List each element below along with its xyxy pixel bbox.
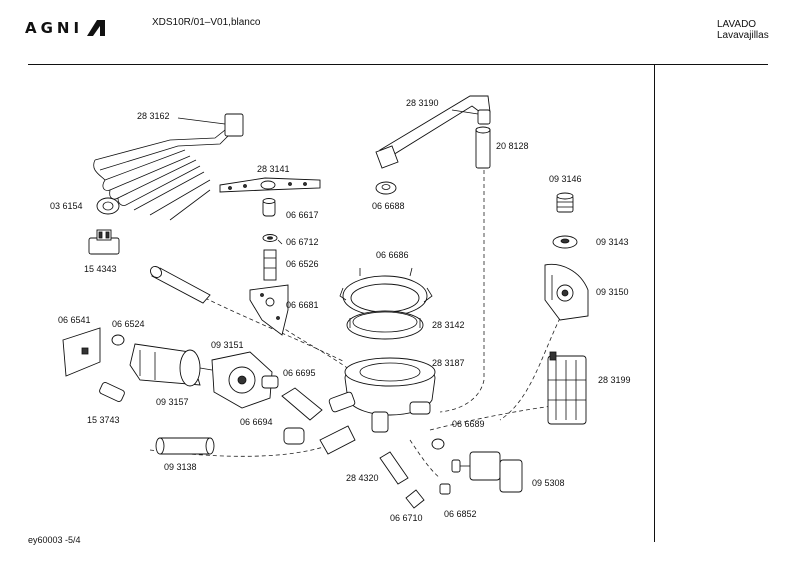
hose-clamp	[405, 489, 425, 509]
connector	[99, 382, 125, 402]
part-labels: 28 3162 03 6154 15 4343 28 3141 06 6617 …	[50, 98, 631, 523]
sump-housing	[328, 357, 436, 433]
brand-mark-icon	[87, 20, 106, 36]
part-number: 15 4343	[84, 264, 117, 274]
part-number: 28 3187	[432, 358, 465, 368]
part-number: 06 6526	[286, 259, 319, 269]
clip	[262, 234, 278, 242]
connecting-hose	[319, 425, 356, 455]
assembly-lines	[149, 170, 561, 479]
part-number: 06 6681	[286, 300, 319, 310]
part-number: 28 3199	[598, 375, 631, 385]
part-number: 06 6695	[283, 368, 316, 378]
part-number: 06 6710	[390, 513, 423, 523]
salt-container	[544, 263, 589, 321]
part-number: 06 6694	[240, 417, 273, 427]
part-number: 06 6688	[372, 201, 405, 211]
part-number: 06 6524	[112, 319, 145, 329]
upper-supply-tube	[150, 266, 211, 304]
salt-seal	[552, 235, 578, 249]
capacitor	[111, 334, 125, 346]
hose-lower	[283, 427, 305, 445]
pump-housing	[211, 351, 279, 409]
part-number: 28 3190	[406, 98, 439, 108]
part-number: 09 3151	[211, 340, 244, 350]
spray-arm-shaft	[263, 249, 277, 281]
part-number: 06 6686	[376, 250, 409, 260]
spray-arm-hub	[262, 198, 276, 217]
drain-hose	[155, 437, 215, 455]
part-number: 06 6689	[452, 419, 485, 429]
part-number: 03 6154	[50, 201, 83, 211]
part-number: 06 6852	[444, 509, 477, 519]
part-number: 09 3157	[156, 397, 189, 407]
subcategory-label: Lavavajillas	[717, 30, 769, 41]
mounting-bracket	[62, 327, 101, 377]
part-number: 09 3143	[596, 237, 629, 247]
inlet-valve	[451, 451, 523, 493]
grommet	[96, 197, 120, 215]
header-divider	[28, 64, 768, 65]
part-number: 28 3141	[257, 164, 290, 174]
filter-ring	[346, 310, 424, 340]
part-number: 09 3146	[549, 174, 582, 184]
pump-motor	[129, 343, 213, 387]
brand-name: AGNI	[25, 19, 84, 37]
part-number: 09 5308	[532, 478, 565, 488]
model-code: XDS10R/01–V01,blanco	[152, 17, 261, 28]
salt-cap	[556, 192, 574, 213]
part-number: 09 3138	[164, 462, 197, 472]
lower-spray-arm	[219, 177, 321, 193]
part-number: 28 3162	[137, 111, 170, 121]
part-number: 28 4320	[346, 473, 379, 483]
drain-valve	[379, 451, 409, 485]
spray-arm-support	[249, 284, 289, 336]
o-ring	[431, 438, 445, 450]
connection-tube	[475, 126, 491, 169]
fixing-clip	[439, 483, 451, 495]
side-divider	[654, 64, 655, 542]
part-number: 28 3142	[432, 320, 465, 330]
brand-logo: AGNI	[25, 19, 107, 37]
page-code: ey60003 -5/4	[28, 535, 81, 545]
part-number: 06 6541	[58, 315, 91, 325]
part-number: 06 6617	[286, 210, 319, 220]
part-number: 06 6712	[286, 237, 319, 247]
pipe-seal	[375, 181, 397, 195]
heating-element	[93, 113, 244, 221]
category-label: LAVADO	[717, 19, 757, 30]
part-number: 09 3150	[596, 287, 629, 297]
thermostat	[88, 229, 120, 255]
part-number: 20 8128	[496, 141, 529, 151]
part-number: 15 3743	[87, 415, 120, 425]
water-softener	[547, 351, 587, 425]
hose-upper	[281, 387, 323, 421]
leader-lines	[177, 109, 479, 245]
